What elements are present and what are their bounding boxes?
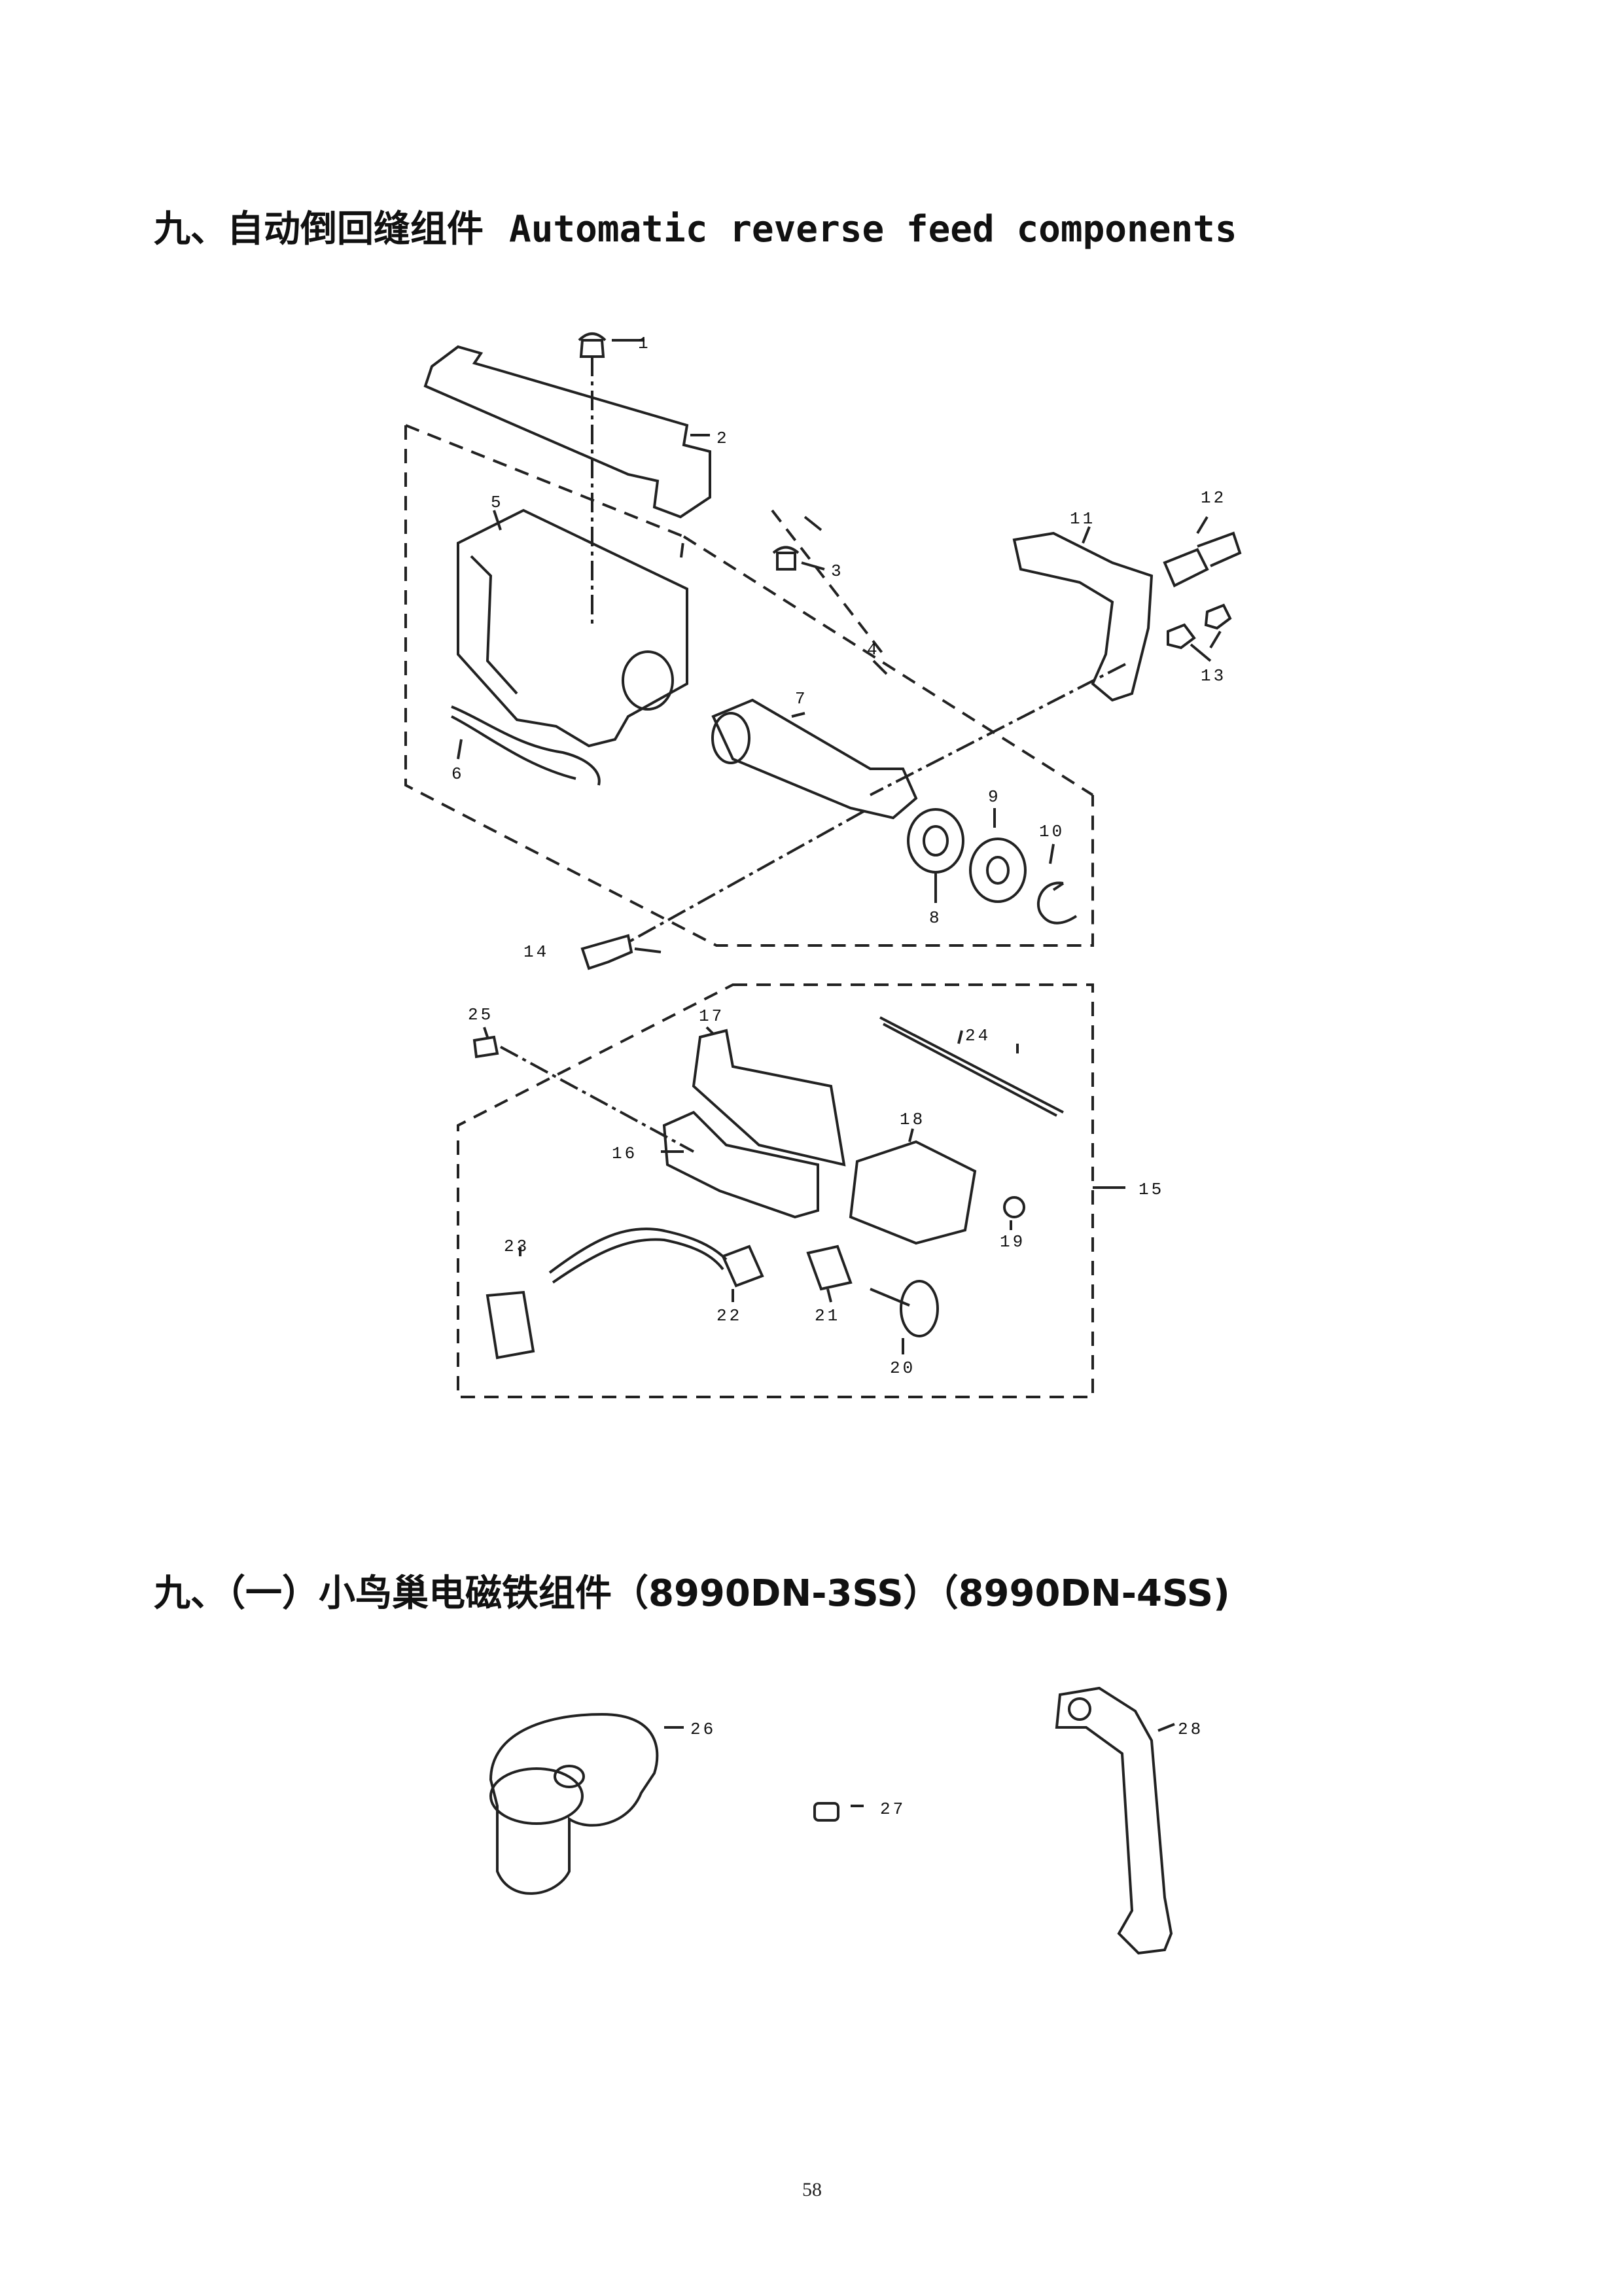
heading-chinese: 九、自动倒回缝组件 bbox=[154, 208, 484, 251]
label-20: 20 bbox=[890, 1358, 915, 1378]
page-number: 58 bbox=[802, 2179, 822, 2200]
label-12: 12 bbox=[1201, 488, 1226, 508]
knob-part-20 bbox=[900, 1280, 939, 1337]
part-21 bbox=[806, 1245, 853, 1291]
label-23: 23 bbox=[504, 1237, 529, 1256]
label-26: 26 bbox=[690, 1720, 716, 1739]
solenoid-part-26 bbox=[489, 1712, 659, 1895]
bracket-part-16 bbox=[662, 1110, 819, 1219]
wire-part-6 bbox=[451, 705, 601, 786]
assembly-15-boundary bbox=[457, 983, 1094, 1398]
switch-holder-part-18 bbox=[849, 1140, 977, 1245]
plate-part-2 bbox=[423, 345, 711, 519]
label-10: 10 bbox=[1039, 822, 1065, 841]
part-callouts: 1 2 3 4 5 6 7 8 9 10 11 12 13 14 15 16 1… bbox=[451, 334, 1226, 1819]
microswitch-part-22 bbox=[721, 1245, 764, 1288]
label-17: 17 bbox=[699, 1006, 724, 1026]
label-11: 11 bbox=[1070, 509, 1095, 529]
label-8: 8 bbox=[929, 908, 942, 928]
label-19: 19 bbox=[1000, 1232, 1025, 1252]
connector-part-23 bbox=[485, 1290, 535, 1360]
screw-part-3 bbox=[772, 546, 800, 571]
label-5: 5 bbox=[491, 493, 504, 512]
section-heading-reverse-feed: 九、自动倒回缝组件 Automatic reverse feed compone… bbox=[154, 200, 1237, 253]
bracket-part-28 bbox=[1055, 1686, 1173, 1955]
screw-part-1 bbox=[578, 332, 607, 358]
label-6: 6 bbox=[451, 764, 465, 784]
label-9: 9 bbox=[988, 787, 1001, 807]
nut-part-13b bbox=[1204, 603, 1232, 630]
solenoid-part-5 bbox=[457, 508, 688, 748]
nut-part-27 bbox=[813, 1802, 839, 1822]
label-13: 13 bbox=[1201, 666, 1226, 686]
washer-part-9 bbox=[969, 838, 1027, 903]
label-16: 16 bbox=[612, 1144, 637, 1163]
screw-part-25 bbox=[472, 1035, 499, 1059]
label-15: 15 bbox=[1139, 1180, 1164, 1199]
label-2: 2 bbox=[716, 429, 730, 448]
lever-part-11 bbox=[1012, 531, 1154, 702]
label-18: 18 bbox=[900, 1110, 925, 1129]
label-22: 22 bbox=[716, 1306, 742, 1326]
nut-part-13a bbox=[1167, 623, 1196, 650]
label-27: 27 bbox=[880, 1799, 906, 1819]
section-heading-bird-nest-solenoid: 九、（一）小鸟巢电磁铁组件（8990DN-3SS）（8990DN-4SS) bbox=[154, 1572, 1230, 1615]
screw-part-12 bbox=[1163, 531, 1242, 588]
label-28: 28 bbox=[1178, 1720, 1203, 1739]
plunger-part-7 bbox=[711, 698, 918, 820]
nut-part-19 bbox=[1003, 1196, 1025, 1218]
label-4: 4 bbox=[867, 640, 880, 660]
assembly-4-boundary bbox=[404, 424, 1094, 947]
label-21: 21 bbox=[815, 1306, 840, 1326]
label-24: 24 bbox=[965, 1026, 991, 1046]
label-1: 1 bbox=[638, 334, 651, 353]
label-25: 25 bbox=[468, 1005, 493, 1025]
e-ring-part-10 bbox=[1036, 881, 1078, 925]
label-14: 14 bbox=[523, 942, 549, 962]
cable-tie-part-24 bbox=[879, 1016, 1064, 1117]
label-7: 7 bbox=[795, 689, 808, 709]
washer-part-8 bbox=[907, 808, 964, 874]
heading-english: Automatic reverse feed components bbox=[509, 208, 1237, 251]
label-3: 3 bbox=[831, 561, 844, 581]
pin-part-14 bbox=[580, 934, 633, 970]
bracket-part-17 bbox=[692, 1029, 846, 1167]
